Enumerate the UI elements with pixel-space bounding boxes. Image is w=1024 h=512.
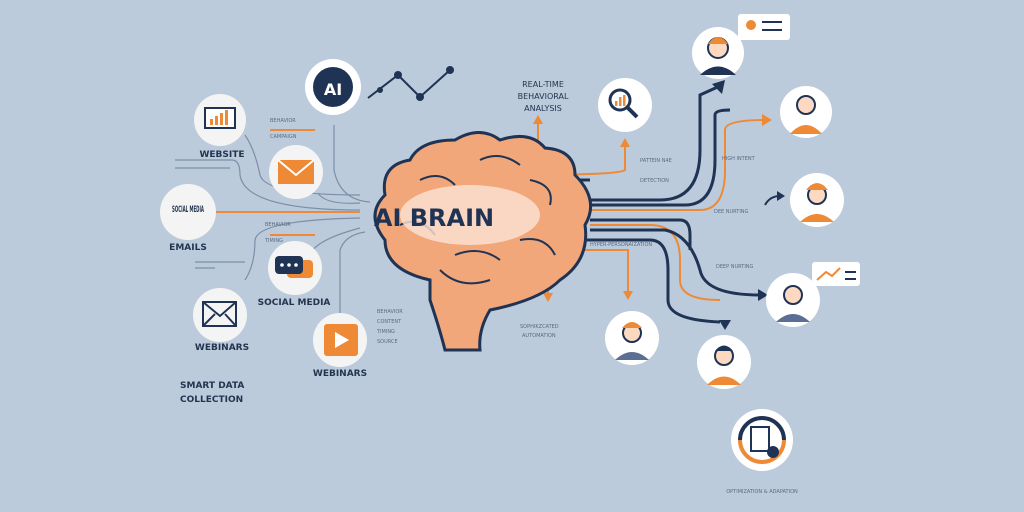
video-node[interactable]: WEBINARS — [313, 313, 367, 379]
svg-text:SOURCE: SOURCE — [377, 339, 398, 345]
email-campaign-node[interactable] — [269, 145, 323, 199]
chart-card-icon — [812, 262, 860, 286]
svg-text:DEE NURTING: DEE NURTING — [714, 209, 749, 215]
left-connectors — [175, 66, 454, 315]
brain-title: AI BRAIN — [374, 204, 494, 232]
svg-text:CONTENT: CONTENT — [377, 319, 402, 325]
magnifier-icon — [608, 88, 632, 112]
svg-text:DETECTION: DETECTION — [640, 178, 669, 184]
emails-node[interactable]: WEBINARS — [193, 288, 249, 353]
svg-text:REAL-TIME: REAL-TIME — [522, 80, 564, 89]
svg-text:AUTOMATION: AUTOMATION — [522, 333, 556, 339]
analysis-label: REAL-TIME BEHAVIORAL ANALYSIS — [518, 80, 569, 113]
svg-text:CAMPAIGN: CAMPAIGN — [270, 134, 297, 140]
section-title: COLLECTION — [180, 395, 243, 405]
svg-text:AI: AI — [324, 80, 342, 99]
svg-text:TIMING: TIMING — [264, 238, 283, 244]
social-media-node[interactable]: SOCIAL MEDIA EMAILS — [160, 184, 216, 240]
svg-text:HYPER-PERSONAIZATION: HYPER-PERSONAIZATION — [590, 242, 652, 248]
section-title: SMART DATA — [180, 381, 244, 391]
svg-text:BEHAVIOR: BEHAVIOR — [265, 222, 291, 228]
website-node[interactable]: WEBSITE — [194, 94, 246, 160]
social-media-label: SOCIAL MEDIA — [258, 298, 331, 308]
brain-illustration: AI BRAIN — [373, 131, 593, 352]
gear-icon — [767, 446, 779, 458]
website-label: WEBSITE — [199, 150, 244, 160]
svg-text:PATTEIN N4E: PATTEIN N4E — [640, 158, 672, 164]
svg-text:ANALYSIS: ANALYSIS — [524, 104, 562, 113]
magnifier-node[interactable] — [598, 78, 652, 132]
optimization-node[interactable] — [731, 409, 793, 471]
svg-text:SOPHIKZCATED: SOPHIKZCATED — [520, 324, 559, 330]
avatar — [697, 335, 751, 389]
chat-node[interactable]: SOCIAL MEDIA — [258, 241, 331, 308]
svg-text:OPTIMIZATION & ADAPATION: OPTIMIZATION & ADAPATION — [726, 489, 798, 495]
cycle-icon — [738, 416, 786, 441]
avatar — [605, 311, 659, 365]
social-media-label: SOCIAL MEDIA — [172, 205, 204, 215]
svg-text:TIMING: TIMING — [376, 329, 395, 335]
avatar — [692, 27, 744, 79]
ai-chip-icon — [313, 67, 353, 107]
avatar — [766, 273, 820, 327]
avatar — [780, 86, 832, 138]
avatar — [790, 173, 844, 227]
svg-text:BEHAVIOR: BEHAVIOR — [270, 118, 296, 124]
ai-chip-node: AI — [305, 59, 361, 115]
svg-text:HIGH INTENT: HIGH INTENT — [722, 156, 756, 162]
svg-text:DEEP NURTING: DEEP NURTING — [716, 264, 754, 270]
svg-text:BEHAVIOR: BEHAVIOR — [377, 309, 403, 315]
webinars-label: WEBINARS — [195, 343, 249, 353]
person-avatars — [605, 14, 860, 389]
svg-text:BEHAVIORAL: BEHAVIORAL — [518, 92, 569, 101]
emails-label: EMAILS — [169, 243, 207, 253]
envelope-icon — [202, 301, 237, 327]
profile-card-icon — [738, 14, 790, 40]
document-icon — [750, 426, 770, 452]
webinars-label: WEBINARS — [313, 369, 367, 379]
